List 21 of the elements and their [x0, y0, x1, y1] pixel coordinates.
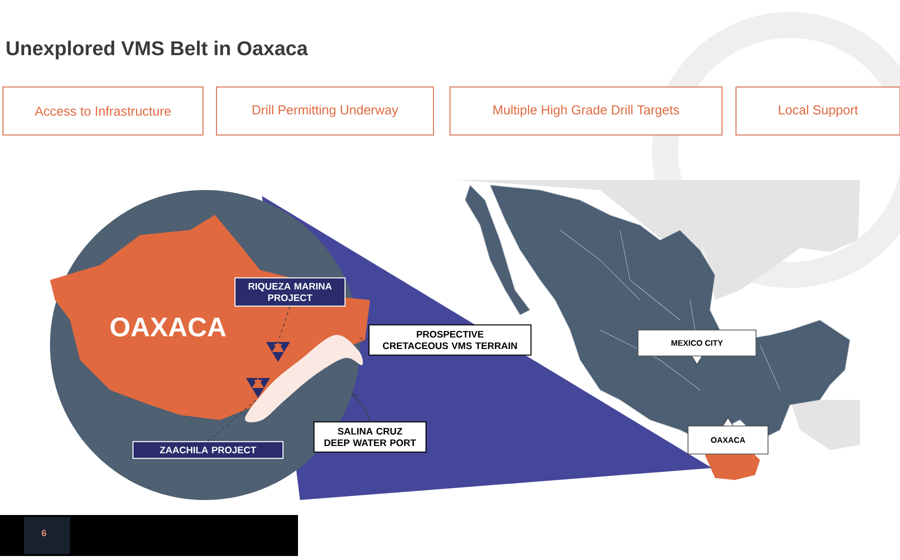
project-marker [246, 378, 270, 398]
tab-box: Access to Infrastructure [2, 86, 204, 136]
node-label: Local Support [778, 104, 858, 118]
title: Unexplored VMS Belt in Oaxaca [6, 40, 308, 60]
project-marker [266, 342, 290, 362]
map-callout: MEXICO CITY [638, 330, 756, 366]
callout-box: PROSPECTIVE CRETACEOUS VMS TERRAIN [368, 324, 532, 356]
leader-line [208, 398, 258, 442]
terrain-belt [244, 334, 363, 422]
leader-line [278, 306, 290, 342]
tab-box: Drill Permitting Underway [216, 86, 434, 136]
project-label: RIQUEZA MARINA PROJECT [234, 277, 346, 307]
footer-bar: 6 [0, 515, 298, 556]
leader-line [358, 337, 369, 340]
tab-box: Local Support [736, 86, 900, 136]
project-label: ZAACHILA PROJECT [132, 441, 284, 459]
map-callout: OAXACA [688, 416, 768, 454]
leader-line [351, 393, 370, 422]
tab-box: Multiple High Grade Drill Targets [450, 86, 722, 136]
region-label: OAXACA [110, 317, 226, 337]
callout-box: SALINA CRUZ DEEP WATER PORT [314, 421, 426, 453]
